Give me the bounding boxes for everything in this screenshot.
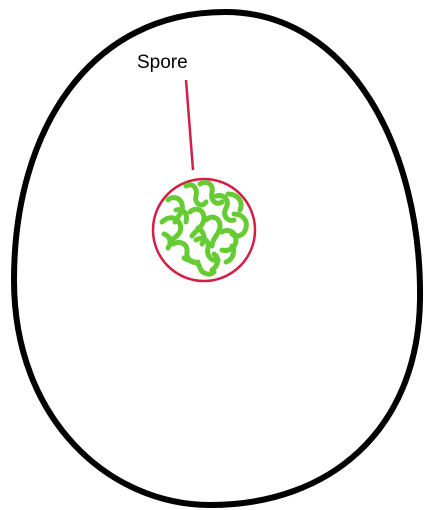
spore-label: Spore <box>137 52 188 73</box>
spore-circle <box>153 179 255 281</box>
spore-leader-line <box>186 80 193 170</box>
